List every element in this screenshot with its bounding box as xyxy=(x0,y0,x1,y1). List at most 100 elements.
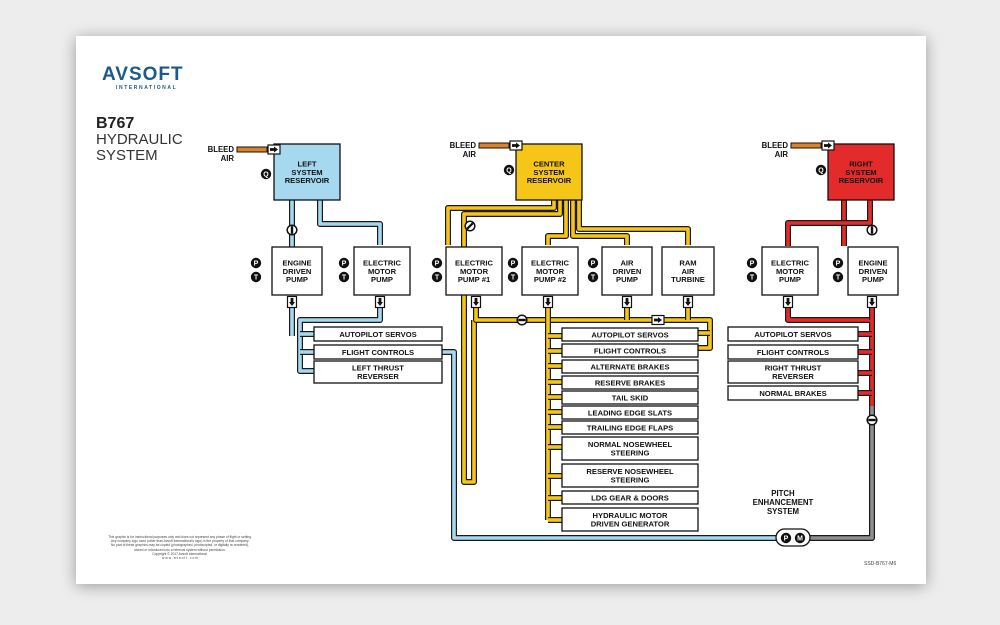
right-flight-controls xyxy=(727,344,859,360)
trailing-edge-flaps-text: TRAILING EDGE FLAPS xyxy=(587,423,674,432)
left-emp-supply xyxy=(317,200,383,245)
left-quantity-gauge xyxy=(260,168,272,180)
right-emp-pressure-icon xyxy=(746,257,758,269)
hydraulic-diagram: LEFTSYSTEMRESERVOIRCENTERSYSTEMRESERVOIR… xyxy=(208,140,899,547)
center-electric-motor-pump-2-text: PUMP #2 xyxy=(534,275,566,284)
alternate-brakes xyxy=(561,359,699,374)
tail-skid-text: TAIL SKID xyxy=(612,393,649,402)
left-edp-temp-icon xyxy=(250,271,262,283)
right-engine-driven-pump-text: ENGINE xyxy=(858,259,887,268)
disclaimer-text: This graphic is for instructional purpos… xyxy=(80,535,280,560)
center-emp2-supply xyxy=(545,200,569,245)
disclaimer-line: stored or introduced into a retrieval sy… xyxy=(134,547,226,552)
right-autopilot-servos-text: AUTOPILOT SERVOS xyxy=(754,330,831,339)
center-reservoir-text: SYSTEM xyxy=(533,168,564,177)
air-driven-pump xyxy=(601,246,653,296)
diagram-model: B767 xyxy=(96,115,135,132)
right-electric-motor-pump-text: PUMP xyxy=(779,275,801,284)
right-emp-pressure-icon-letter: P xyxy=(750,261,755,268)
right-edp-pressure-icon-letter: P xyxy=(836,261,841,268)
right-flight-controls-text: FLIGHT CONTROLS xyxy=(757,348,829,357)
ram-air-turbine-text: AIR xyxy=(681,267,695,276)
left-emp-temp-icon xyxy=(338,271,350,283)
hydraulic-motor-driven-generator xyxy=(561,507,699,532)
adp-pressure-icon-letter: P xyxy=(591,261,596,268)
adp-temp-icon-letter: T xyxy=(591,275,596,282)
left-thrust-reverser xyxy=(313,360,443,384)
center-bleed-air-pipe xyxy=(478,142,510,149)
air-driven-pump-text: DRIVEN xyxy=(613,267,642,276)
center-flight-controls-text: FLIGHT CONTROLS xyxy=(594,346,666,355)
reserve-nosewheel-steering xyxy=(561,463,699,488)
left-edp-pressure-icon-letter: P xyxy=(254,261,259,268)
left-bleed-air-label: BLEED xyxy=(208,145,235,154)
diagram-title-line1: HYDRAULIC xyxy=(96,131,183,148)
right-edp-pressure-icon xyxy=(832,257,844,269)
center-return-loop xyxy=(461,200,563,485)
trailing-edge-flaps xyxy=(561,420,699,435)
tail-skid xyxy=(561,390,699,405)
adp-pressure-icon xyxy=(587,257,599,269)
center-electric-motor-pump-1-text: ELECTRIC xyxy=(455,259,493,268)
pitch-motor-icon xyxy=(794,532,806,544)
c2-pressure-icon xyxy=(507,257,519,269)
right-edp-temp-icon xyxy=(832,271,844,283)
c1-pressure-icon-letter: P xyxy=(435,261,440,268)
ldg-gear-doors-text: LDG GEAR & DOORS xyxy=(591,493,669,502)
right-reservoir-text: RIGHT xyxy=(849,160,873,169)
center-autopilot-servos-text: AUTOPILOT SERVOS xyxy=(591,330,668,339)
pitch-pump-icon xyxy=(780,532,792,544)
c1-temp-icon xyxy=(431,271,443,283)
left-reservoir-text: SYSTEM xyxy=(291,168,322,177)
normal-nosewheel-steering-text: STEERING xyxy=(611,448,650,457)
right-emp-temp-icon-letter: T xyxy=(750,275,755,282)
c1-temp-icon-letter: T xyxy=(435,275,440,282)
left-thrust-reverser-text: REVERSER xyxy=(357,372,399,381)
right-autopilot-servos xyxy=(727,326,859,342)
avsoft-logo: AVSOFT xyxy=(102,64,184,85)
right-edp-temp-icon-letter: T xyxy=(836,275,841,282)
adp-temp-icon xyxy=(587,271,599,283)
left-edp-pressure-icon xyxy=(250,257,262,269)
right-bleed-air-label: BLEED xyxy=(762,141,789,150)
ram-air-turbine-text: RAM xyxy=(679,259,696,268)
part-number: SSD-B767-M6 xyxy=(864,561,897,567)
center-quantity-gauge-letter: Q xyxy=(506,168,512,175)
left-quantity-gauge-letter: Q xyxy=(263,172,269,179)
right-engine-driven-pump xyxy=(847,246,899,296)
center-autopilot-servos xyxy=(561,327,699,342)
ram-air-turbine-text: TURBINE xyxy=(671,275,705,284)
c1-pressure-icon xyxy=(431,257,443,269)
normal-nosewheel-steering xyxy=(561,436,699,461)
left-electric-motor-pump-text: ELECTRIC xyxy=(363,259,401,268)
disclaimer-line: No part of these graphics may be copied … xyxy=(110,543,250,548)
center-electric-motor-pump-2-text: MOTOR xyxy=(536,267,565,276)
disclaimer-line: Copyright © 2017 Avsoft International. xyxy=(152,551,208,556)
pitch-line-right xyxy=(810,406,875,541)
center-reservoir-text: RESERVOIR xyxy=(527,176,572,185)
left-edp-temp-icon-letter: T xyxy=(254,275,259,282)
right-thrust-reverser xyxy=(727,360,859,384)
leading-edge-slats xyxy=(561,405,699,420)
right-engine-driven-pump-text: PUMP xyxy=(862,275,884,284)
poster: AVSOFT INTERNATIONAL B767 HYDRAULIC SYST… xyxy=(76,36,926,584)
left-engine-driven-pump-text: ENGINE xyxy=(282,259,311,268)
left-reservoir-text: LEFT xyxy=(298,160,317,169)
hydraulic-motor-driven-generator-text: HYDRAULIC MOTOR xyxy=(593,511,668,520)
leading-edge-slats-text: LEADING EDGE SLATS xyxy=(588,408,672,417)
left-bleed-air-label: AIR xyxy=(221,154,235,163)
left-autopilot-servos-text: AUTOPILOT SERVOS xyxy=(339,330,416,339)
right-quantity-gauge-letter: Q xyxy=(818,168,824,175)
center-quantity-gauge xyxy=(503,164,515,176)
disclaimer-line: This graphic is for instructional purpos… xyxy=(108,535,252,539)
normal-nosewheel-steering-text: NORMAL NOSEWHEEL xyxy=(588,440,673,449)
center-bleed-air-label: AIR xyxy=(463,150,477,159)
ldg-gear-doors xyxy=(561,490,699,505)
left-engine-driven-pump-text: PUMP xyxy=(286,275,308,284)
left-flight-controls xyxy=(313,344,443,360)
air-driven-pump-text: PUMP xyxy=(616,275,638,284)
left-electric-motor-pump-text: MOTOR xyxy=(368,267,397,276)
c2-temp-icon xyxy=(507,271,519,283)
right-electric-motor-pump-text: MOTOR xyxy=(776,267,805,276)
center-flight-controls xyxy=(561,343,699,358)
